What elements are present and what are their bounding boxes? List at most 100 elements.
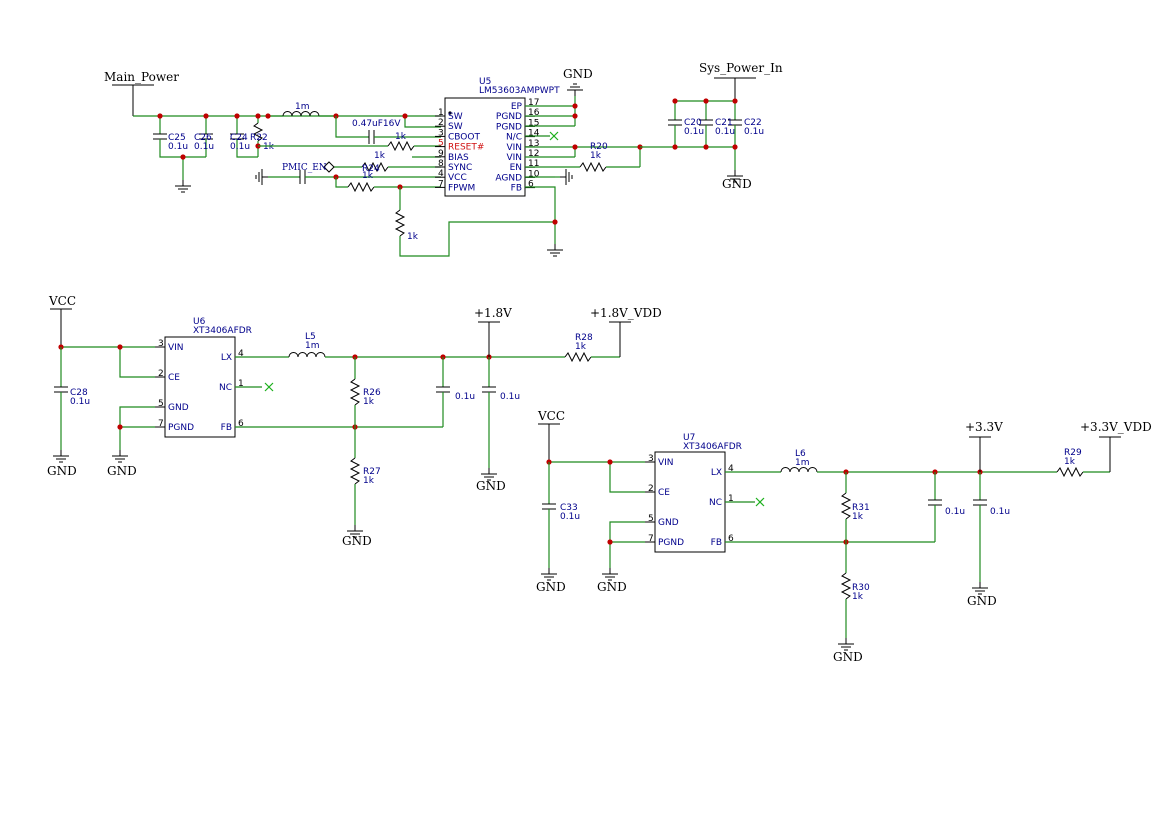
- net-label-main-power: Main_Power: [104, 70, 179, 84]
- pin-name: VIN: [658, 458, 674, 468]
- net-label-vcc-u7: VCC: [537, 409, 565, 423]
- pin-number: 3: [158, 339, 164, 349]
- pin-name: LX: [711, 468, 722, 478]
- gnd-symbol: [255, 168, 269, 186]
- pin-number: 16: [528, 108, 540, 118]
- gnd-symbol: [559, 168, 573, 186]
- pmic-en-flag: [323, 161, 335, 173]
- u5-section: Main_Power C25 0.1u C26 0.1u C24 0.1u: [104, 61, 783, 257]
- gnd-symbol: [566, 83, 584, 97]
- pin-name: PGND: [658, 538, 684, 548]
- l5-ref: L5: [305, 332, 316, 342]
- pin-number: 5: [438, 139, 444, 149]
- l-top-value: 1m: [295, 102, 310, 112]
- r30-value: 1k: [852, 592, 864, 602]
- pin-name: CE: [168, 373, 180, 383]
- r26-value: 1k: [363, 397, 375, 407]
- c33-value: 0.1u: [560, 512, 580, 522]
- pin-5: RESET#5: [435, 139, 484, 153]
- pin-name: FB: [711, 538, 722, 548]
- pin-number: 2: [438, 118, 444, 128]
- c-33b-value: 0.1u: [990, 507, 1010, 517]
- no-connect-marker: [549, 131, 559, 141]
- pin-number: 3: [438, 128, 444, 138]
- c-boot-value: 0.47uF16V: [352, 119, 401, 129]
- pin-number: 6: [528, 180, 534, 190]
- pin-number: 9: [438, 149, 444, 159]
- pin-number: 11: [528, 159, 539, 169]
- net-label-v33: +3.3V: [965, 420, 1003, 434]
- inductor-symbol: [282, 111, 320, 117]
- pin-number: 10: [528, 169, 540, 179]
- pin-name: EP: [511, 102, 523, 112]
- pin-name: PGND: [496, 112, 522, 122]
- pin-name: EN: [510, 163, 522, 173]
- gnd-symbol: [174, 179, 192, 193]
- c22-value: 0.1u: [744, 127, 764, 137]
- pin-1: SW1: [435, 108, 463, 122]
- pin-14: N/C 14: [506, 129, 540, 143]
- pin-number: 7: [438, 179, 444, 189]
- r30-ref: R30: [852, 583, 870, 593]
- c21-ref: C21: [715, 118, 733, 128]
- pin-number: 4: [438, 169, 444, 179]
- c-33a-value: 0.1u: [945, 507, 965, 517]
- pin-number: 14: [528, 129, 540, 139]
- c20-ref: C20: [684, 118, 702, 128]
- c26-ref: C26: [194, 133, 212, 143]
- pin-name: VIN: [168, 343, 184, 353]
- pin-name: BIAS: [448, 153, 469, 163]
- r31-ref: R31: [852, 503, 870, 513]
- pin-number: 5: [648, 514, 654, 524]
- pin-name: VIN: [506, 143, 522, 153]
- r26-ref: R26: [363, 388, 381, 398]
- c24-ref: C24: [230, 133, 248, 143]
- c25-value: 0.1u: [168, 142, 188, 152]
- r-fpwm-value: 1k: [362, 171, 374, 181]
- pin-name: NC: [219, 383, 232, 393]
- pin-number: 4: [238, 349, 244, 359]
- u7-section: VCC C33 0.1u GND GND U7 XT3406AFDR VIN3C…: [536, 409, 1152, 664]
- r27-ref: R27: [363, 467, 381, 477]
- pin-5: GND 5: [645, 514, 679, 528]
- pin-name: PGND: [496, 122, 522, 132]
- pin-number: 8: [438, 159, 444, 169]
- r22-ref: R22: [250, 133, 268, 143]
- net-label-gnd: GND: [47, 464, 77, 478]
- net-label-gnd-top: GND: [563, 67, 593, 81]
- pin-number: 12: [528, 149, 539, 159]
- pin-name: GND: [658, 518, 679, 528]
- pin-number: 7: [648, 534, 654, 544]
- l5-value: 1m: [305, 341, 320, 351]
- r20-ref: R20: [590, 142, 608, 152]
- c-18a-value: 0.1u: [455, 392, 475, 402]
- pin-name: SYNC: [448, 163, 472, 173]
- r-fb5-value: 1k: [407, 232, 419, 242]
- c33-ref: C33: [560, 503, 578, 513]
- pin-name: VIN: [506, 153, 522, 163]
- pin-number: 4: [728, 464, 734, 474]
- pin-2: CE2: [155, 369, 180, 383]
- r27-value: 1k: [363, 476, 375, 486]
- u6-ref: U6: [193, 317, 206, 327]
- net-label-v18: +1.8V: [474, 306, 512, 320]
- r29-value: 1k: [1064, 457, 1076, 467]
- pin-number: 6: [728, 534, 734, 544]
- gnd-symbol: [601, 567, 619, 581]
- net-label-v18-vdd: +1.8V_VDD: [590, 306, 662, 320]
- r31-value: 1k: [852, 512, 864, 522]
- c22-ref: C22: [744, 118, 762, 128]
- u5-ref: U5: [479, 77, 491, 87]
- pin-7: PGND 7: [645, 534, 684, 548]
- pin-name: N/C: [506, 133, 522, 143]
- u7-part: XT3406AFDR: [683, 442, 742, 452]
